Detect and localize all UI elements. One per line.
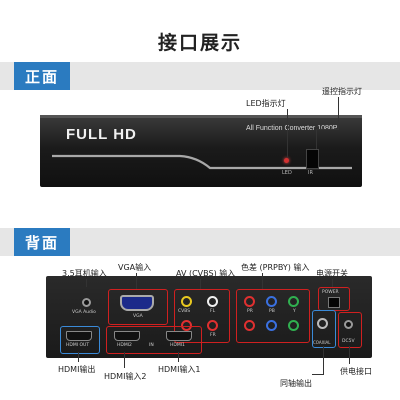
fr-port-label: FR xyxy=(210,333,216,338)
device-model-text: All Function Converter 1080P xyxy=(246,125,338,132)
hdmi2-in-port xyxy=(114,331,140,341)
vga-highlight-box xyxy=(108,289,168,325)
pb-rca-jack xyxy=(266,296,277,307)
coaxial-jack xyxy=(317,318,328,329)
callout-ypbpr-in: 色差 (PRPBY) 输入 xyxy=(241,263,310,272)
callout-line xyxy=(323,346,324,374)
callout-hdmi-in1: HDMI输入1 xyxy=(158,365,201,374)
pr-rca-jack xyxy=(244,296,255,307)
callout-line xyxy=(124,352,125,368)
dc-power-jack xyxy=(344,320,353,329)
hdmi2-port-label: HDMI2 xyxy=(117,343,132,348)
fr-rca-jack xyxy=(207,320,218,331)
hdmi-out-port-label: HDMI OUT xyxy=(66,343,90,348)
callout-hdmi-out: HDMI输出 xyxy=(58,365,96,374)
ir-receiver-window xyxy=(306,149,319,169)
callout-power-port: 供电接口 xyxy=(340,367,372,376)
hdmi1-in-port xyxy=(166,331,192,341)
callout-remote-light: 遥控指示灯 xyxy=(322,87,362,96)
callout-vga-in: VGA输入 xyxy=(118,263,152,272)
led-indicator xyxy=(284,158,289,163)
rca-jack xyxy=(244,320,255,331)
ypbpr-highlight-box xyxy=(236,289,310,343)
vga-audio-port-label: VGA Audio xyxy=(72,310,96,315)
hdmi1-port-label: HDMI1 xyxy=(170,343,185,348)
callout-line xyxy=(287,109,288,157)
callout-line xyxy=(78,352,79,362)
device-brand-text: FULL HD xyxy=(66,126,137,143)
callout-audio-35: 3.5耳机输入 xyxy=(62,269,107,278)
hdmi-out-port xyxy=(66,331,92,341)
dc5v-port-label: DC5V xyxy=(342,339,355,344)
callout-line xyxy=(178,352,179,362)
vga-port xyxy=(120,295,154,311)
front-section-tab: 正面 xyxy=(14,62,70,90)
callout-line xyxy=(262,273,263,289)
back-section-tab: 背面 xyxy=(14,228,70,256)
rca-jack xyxy=(266,320,277,331)
led-label: LED xyxy=(282,170,292,176)
cvbs-rca-jack xyxy=(181,296,192,307)
rca-jack xyxy=(288,320,299,331)
vga-port-label: VGA xyxy=(133,314,143,319)
pb-port-label: PB xyxy=(269,309,275,314)
callout-led-light: LED指示灯 xyxy=(246,99,286,108)
callout-line xyxy=(332,279,333,287)
y-port-label: Y xyxy=(293,309,296,314)
callout-line xyxy=(136,273,137,289)
cvbs-port-label: CVBS xyxy=(178,309,191,314)
callout-line xyxy=(338,97,339,129)
y-rca-jack xyxy=(288,296,299,307)
coaxial-port-label: COAXIAL xyxy=(313,340,331,345)
power-switch-label: POWER xyxy=(322,290,339,295)
pr-port-label: PR xyxy=(247,309,253,314)
callout-coaxial: 同轴输出 xyxy=(280,379,312,388)
hdmi-out-highlight-box xyxy=(60,326,100,354)
power-switch[interactable] xyxy=(328,297,340,308)
callout-hdmi-in2: HDMI输入2 xyxy=(104,372,147,381)
hdmi-in-port-label: IN xyxy=(149,343,154,348)
fl-port-label: FL xyxy=(210,309,216,314)
dc-power-highlight-box xyxy=(338,312,362,348)
audio-35-jack xyxy=(82,298,91,307)
coaxial-highlight-box xyxy=(312,310,336,348)
callout-power-switch: 电源开关 xyxy=(316,269,348,278)
callout-line xyxy=(86,279,87,287)
callout-line xyxy=(312,374,324,375)
ir-label: IR xyxy=(308,170,313,176)
callout-av-in: AV (CVBS) 输入 xyxy=(176,269,236,278)
hdmi-in-highlight-box xyxy=(106,326,202,354)
callout-line xyxy=(200,279,201,289)
front-swoosh-decoration xyxy=(52,154,352,170)
rca-jack xyxy=(181,320,192,331)
page-title: 接口展示 xyxy=(157,32,242,54)
fl-rca-jack xyxy=(207,296,218,307)
callout-line xyxy=(316,129,339,130)
av-highlight-box xyxy=(174,289,230,343)
callout-line xyxy=(316,129,317,149)
callout-line xyxy=(349,346,350,364)
